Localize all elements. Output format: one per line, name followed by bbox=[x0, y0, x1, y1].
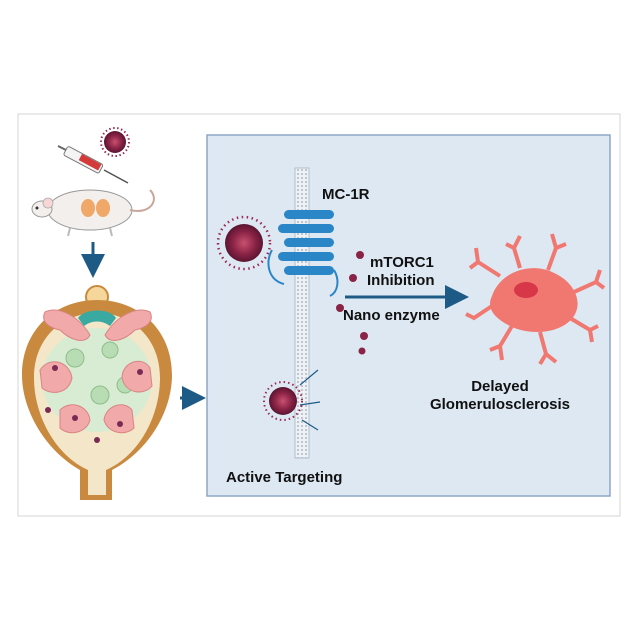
outcome-label-line2: Glomerulosclerosis bbox=[429, 396, 571, 413]
nano-enzyme-label: Nano enzyme bbox=[343, 307, 440, 324]
membrane-nanoparticle bbox=[263, 369, 321, 431]
nanoparticle-icon bbox=[100, 127, 130, 157]
mtorc1-label: mTORC1 bbox=[370, 254, 434, 271]
targeting-nanoparticle bbox=[216, 215, 272, 271]
glomerulus-illustration bbox=[22, 285, 172, 500]
active-targeting-label: Active Targeting bbox=[226, 469, 343, 486]
mc1r-label: MC-1R bbox=[322, 186, 370, 203]
outcome-label-line1: Delayed bbox=[471, 378, 529, 395]
mouse-icon bbox=[31, 189, 155, 237]
podocyte-cell bbox=[465, 233, 606, 366]
mc1r-receptor bbox=[267, 210, 339, 297]
syringe-icon bbox=[57, 145, 129, 184]
nano-enzyme-dots bbox=[336, 251, 368, 355]
inhibition-label: Inhibition bbox=[367, 272, 435, 289]
